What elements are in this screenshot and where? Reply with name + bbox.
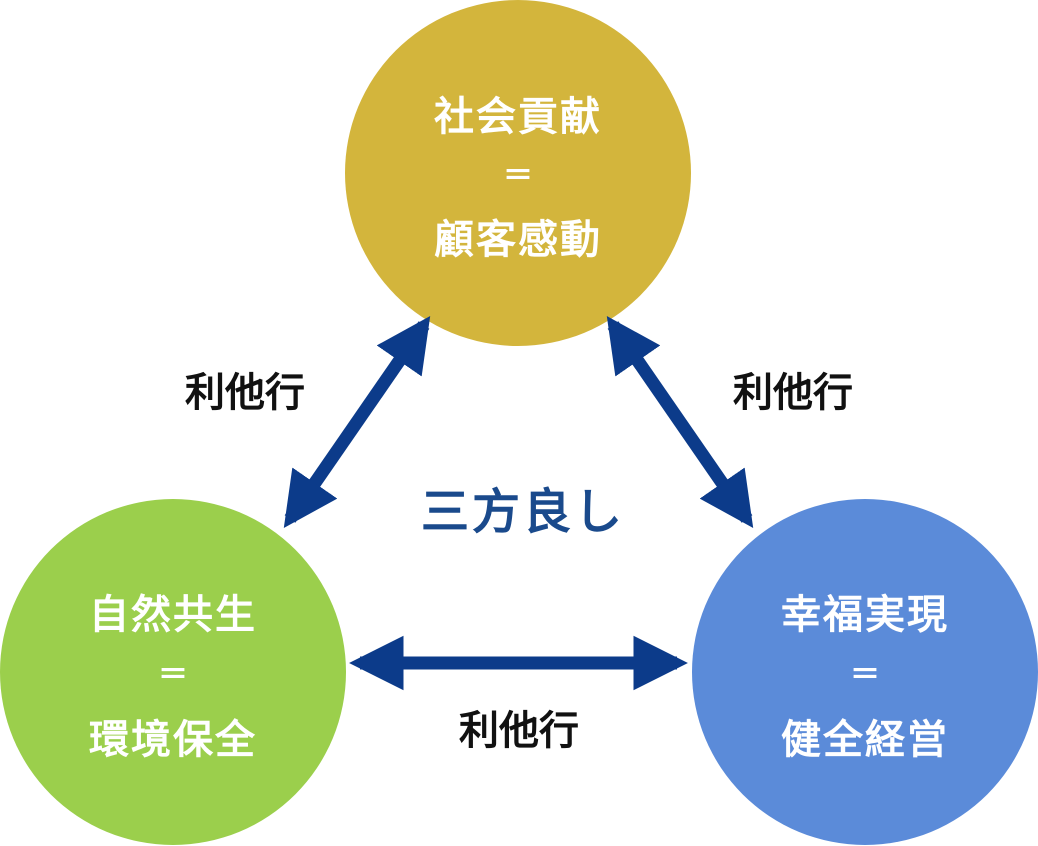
- right-circle: [692, 499, 1038, 845]
- left-circle-line2: 環境保全: [89, 717, 257, 763]
- right-circle-equals: ＝: [850, 658, 880, 693]
- top-circle: [345, 0, 691, 346]
- arrow-right-top: [606, 316, 754, 528]
- right-circle-line1: 幸福実現: [781, 592, 949, 638]
- top-circle-line2: 顧客感動: [434, 217, 602, 263]
- left-circle-line1: 自然共生: [89, 592, 257, 638]
- edge-label-bottom: 利他行: [459, 708, 579, 754]
- center-label: 三方良し: [421, 484, 625, 540]
- arrow-left-top: [283, 316, 431, 528]
- top-circle-equals: ＝: [503, 159, 533, 194]
- top-circle-line1: 社会貢献: [434, 94, 602, 140]
- right-circle-line2: 健全経営: [781, 717, 949, 763]
- left-circle-equals: ＝: [158, 658, 188, 693]
- edge-label-left-top: 利他行: [185, 370, 305, 416]
- edge-label-right-top: 利他行: [733, 370, 853, 416]
- left-circle: [0, 499, 346, 845]
